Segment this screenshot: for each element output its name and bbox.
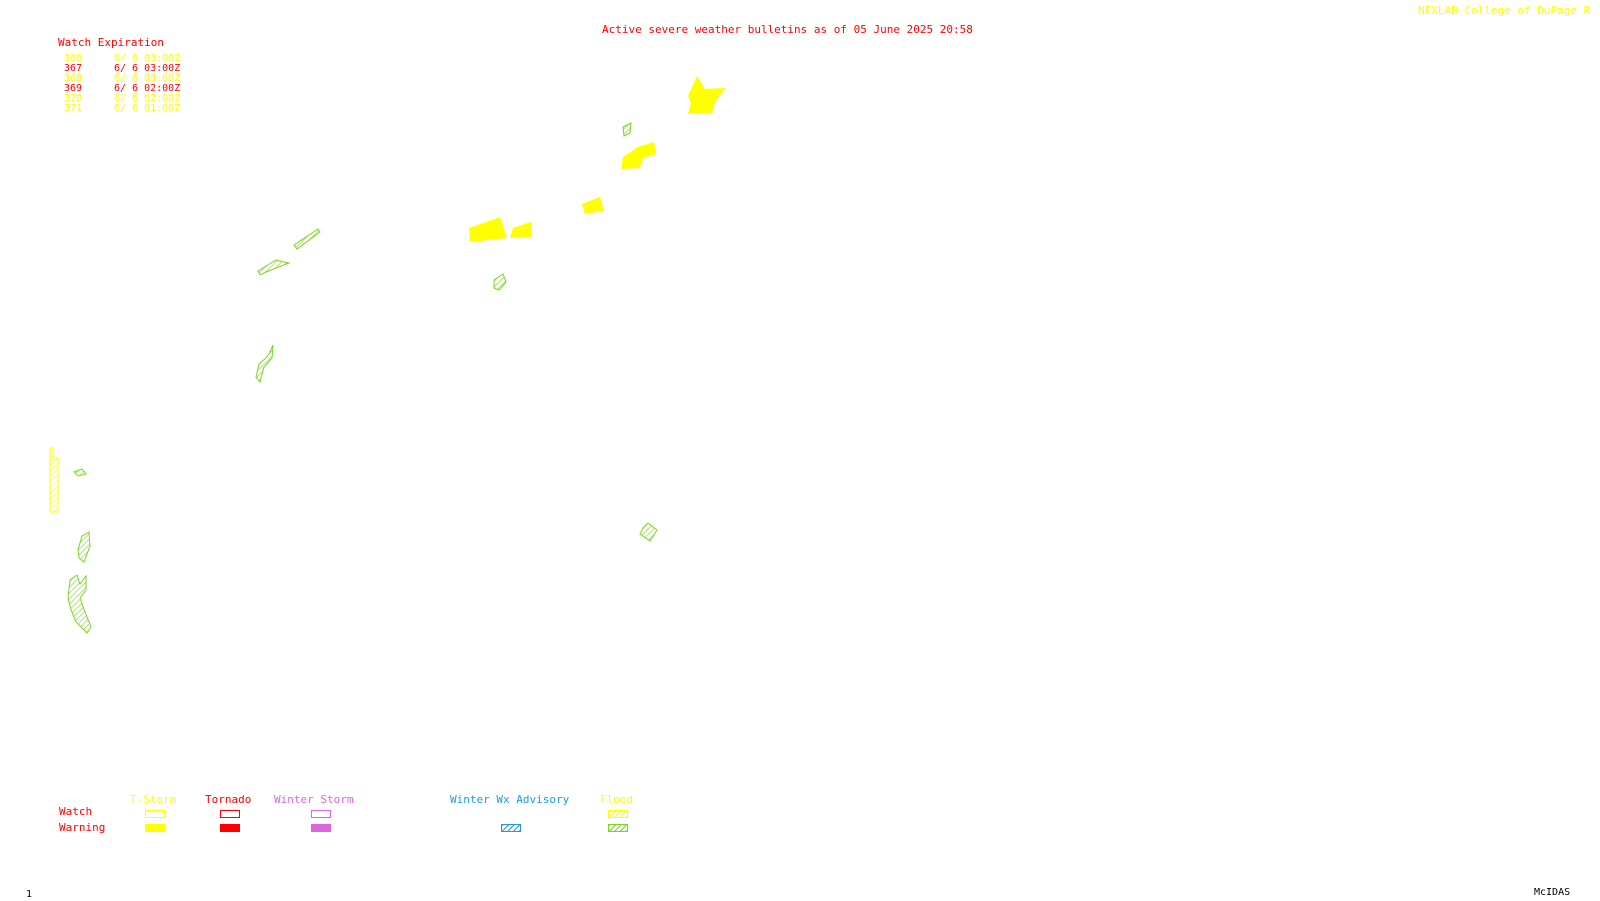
legend-watch-swatch — [311, 810, 331, 818]
frame-number: 1 — [26, 889, 33, 900]
legend-category-label: Flood — [600, 793, 634, 806]
flood-warning-polygon — [257, 259, 291, 276]
watch-expiration-row: 369 6/ 6 02:00Z — [64, 84, 180, 94]
tstorm-warnings — [469, 76, 726, 242]
source-credit: NEXLAB-College of DuPage R — [1418, 4, 1591, 17]
flood-warning-polygon — [293, 228, 321, 250]
watch-expiration-time: 6/ 6 02:00Z — [114, 83, 181, 94]
flood-warning-polygon — [77, 531, 91, 563]
tstorm-warning-polygon — [621, 142, 656, 169]
watch-number: 371 — [64, 103, 83, 114]
tstorm-warning-polygon — [582, 197, 604, 214]
legend-warning-swatch — [220, 824, 240, 832]
legend-watch-swatch — [608, 810, 628, 818]
watch-number: 366 — [64, 53, 83, 64]
legend-watch-swatch — [145, 810, 165, 818]
legend-row-warning: Warning — [59, 821, 106, 834]
watch-number: 367 — [64, 63, 83, 74]
legend-warning-swatch — [311, 824, 331, 832]
watch-expiration-row: 368 6/ 6 03:00Z — [64, 74, 180, 84]
watch-number: 369 — [64, 83, 83, 94]
watch-expiration-title: Watch Expiration — [58, 36, 164, 49]
tstorm-warning-polygon — [688, 76, 726, 114]
watch-expiration-time: 6/ 6 03:00Z — [114, 73, 181, 84]
watch-expiration-row: 370 6/ 6 02:00Z — [64, 94, 180, 104]
flood-warning-polygon — [622, 122, 632, 137]
flood-watches — [49, 447, 59, 513]
tstorm-warning-polygon — [510, 222, 532, 238]
legend-row-watch: Watch — [59, 805, 93, 818]
legend-warning-swatch — [608, 824, 628, 832]
flood-watch-polygon — [49, 447, 59, 513]
legend-category-label: Winter Storm — [274, 793, 354, 806]
flood-warning-polygon — [639, 522, 658, 542]
watch-expiration-time: 6/ 6 02:00Z — [114, 93, 181, 104]
watch-expiration-time: 6/ 6 03:00Z — [114, 63, 181, 74]
flood-warning-polygon — [67, 574, 92, 634]
legend-warning-swatch — [145, 824, 165, 832]
tstorm-warning-polygon — [469, 217, 507, 242]
legend-category-label: Winter Wx Advisory — [450, 793, 570, 806]
watch-expiration-row: 366 6/ 6 03:00Z — [64, 54, 180, 64]
watch-expiration-row: 367 6/ 6 03:00Z — [64, 64, 180, 74]
bulletin-title: Active severe weather bulletins as of 05… — [602, 23, 973, 36]
watch-number: 368 — [64, 73, 83, 84]
legend-category-label: Tornado — [205, 793, 252, 806]
watch-number: 370 — [64, 93, 83, 104]
flood-warning-polygon — [255, 344, 274, 384]
watch-expiration-row: 371 6/ 6 01:00Z — [64, 104, 180, 114]
flood-warning-polygon — [493, 273, 507, 291]
software-label: McIDAS — [1534, 887, 1571, 898]
watch-expiration-time: 6/ 6 01:00Z — [114, 103, 181, 114]
legend-watch-swatch — [220, 810, 240, 818]
legend-warning-swatch — [501, 824, 521, 832]
legend-category-label: T-Storm — [130, 793, 177, 806]
watch-expiration-time: 6/ 6 03:00Z — [114, 53, 181, 64]
flood-warning-polygon — [73, 468, 87, 477]
flood-warnings — [67, 122, 658, 634]
